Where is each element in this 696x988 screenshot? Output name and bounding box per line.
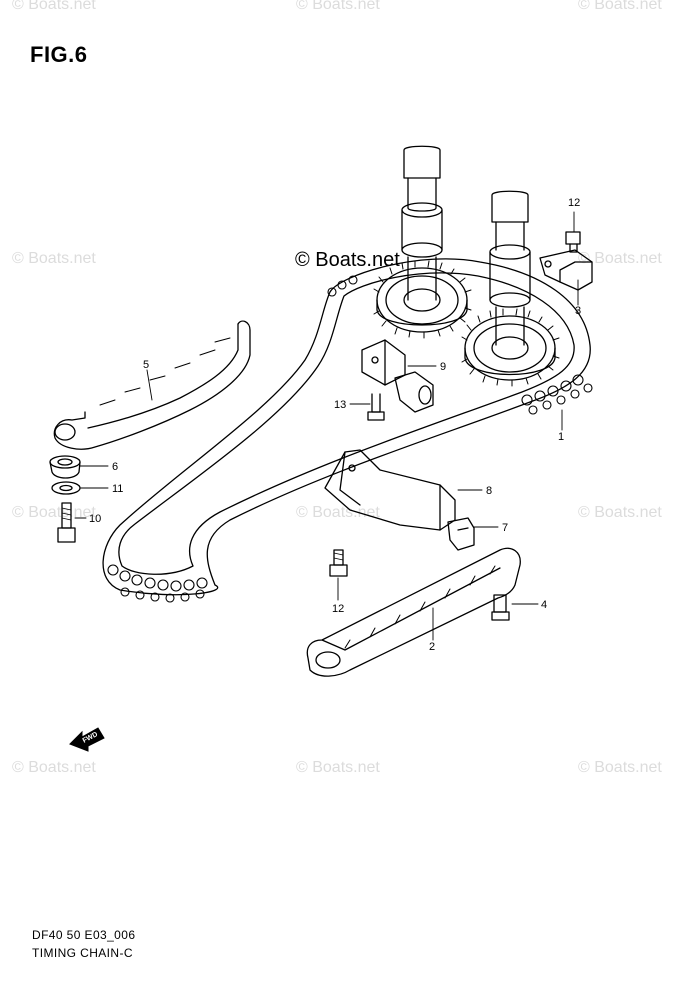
figure-title: FIG.6 [30, 42, 88, 67]
camshaft-right [461, 190, 560, 387]
callout-4: 4 [541, 599, 547, 611]
watermark: © Boats.net [578, 759, 662, 776]
chain-links-right [521, 374, 593, 415]
watermark: © Boats.net [296, 504, 380, 521]
watermark: © Boats.net [296, 759, 380, 776]
callout-5: 5 [143, 359, 149, 371]
leader-lines [74, 211, 579, 641]
clip-part-7 [447, 517, 475, 551]
chain-links-lower-left [107, 564, 208, 603]
bolt-part-12-top [565, 231, 581, 253]
chain-links-top [327, 275, 358, 297]
watermark: © Boats.net [578, 0, 662, 13]
callout-2: 2 [429, 641, 435, 653]
watermark-center: © Boats.net [295, 249, 400, 271]
camshaft-left [373, 145, 472, 339]
tensioner-part-9 [361, 339, 434, 413]
fwd-arrow-icon: FWD [69, 727, 105, 752]
callout-12: 12 [332, 603, 344, 615]
callout-8: 8 [486, 485, 492, 497]
callout-7: 7 [502, 522, 508, 534]
callout-11: 11 [112, 483, 123, 495]
watermark: © Boats.net [296, 0, 380, 13]
watermark: © Boats.net [12, 250, 96, 267]
washer-part-11 [51, 481, 81, 495]
watermark: © Boats.net [578, 250, 662, 267]
collar-part-6 [49, 455, 81, 479]
timing-chain [102, 258, 593, 603]
chain-guide-part-8 [324, 449, 456, 531]
bolt-part-13 [367, 393, 385, 421]
figure-caption: TIMING CHAIN-C [32, 946, 133, 960]
callout-10: 10 [89, 513, 101, 525]
watermark: © Boats.net [578, 504, 662, 521]
callout-6: 6 [112, 461, 118, 473]
callout-13: 13 [334, 399, 346, 411]
chain-guide-part-5 [53, 320, 251, 450]
callout-3: 3 [575, 305, 581, 317]
bracket-part-3 [539, 249, 593, 291]
watermark: © Boats.net [12, 0, 96, 13]
bolt-part-12-bottom [329, 549, 348, 577]
callout-labels: 12 3 1 5 6 11 10 9 13 8 7 12 4 2 [89, 197, 581, 653]
watermark: © Boats.net [12, 504, 96, 521]
callout-12: 12 [568, 197, 580, 209]
bolt-part-4 [491, 594, 510, 621]
watermark: © Boats.net [12, 759, 96, 776]
callout-9: 9 [440, 361, 446, 373]
callout-1: 1 [558, 431, 564, 443]
chain-guide-part-2 [306, 547, 521, 677]
drawing-code: DF40 50 E03_006 [32, 928, 136, 942]
bolt-part-10 [57, 502, 76, 543]
